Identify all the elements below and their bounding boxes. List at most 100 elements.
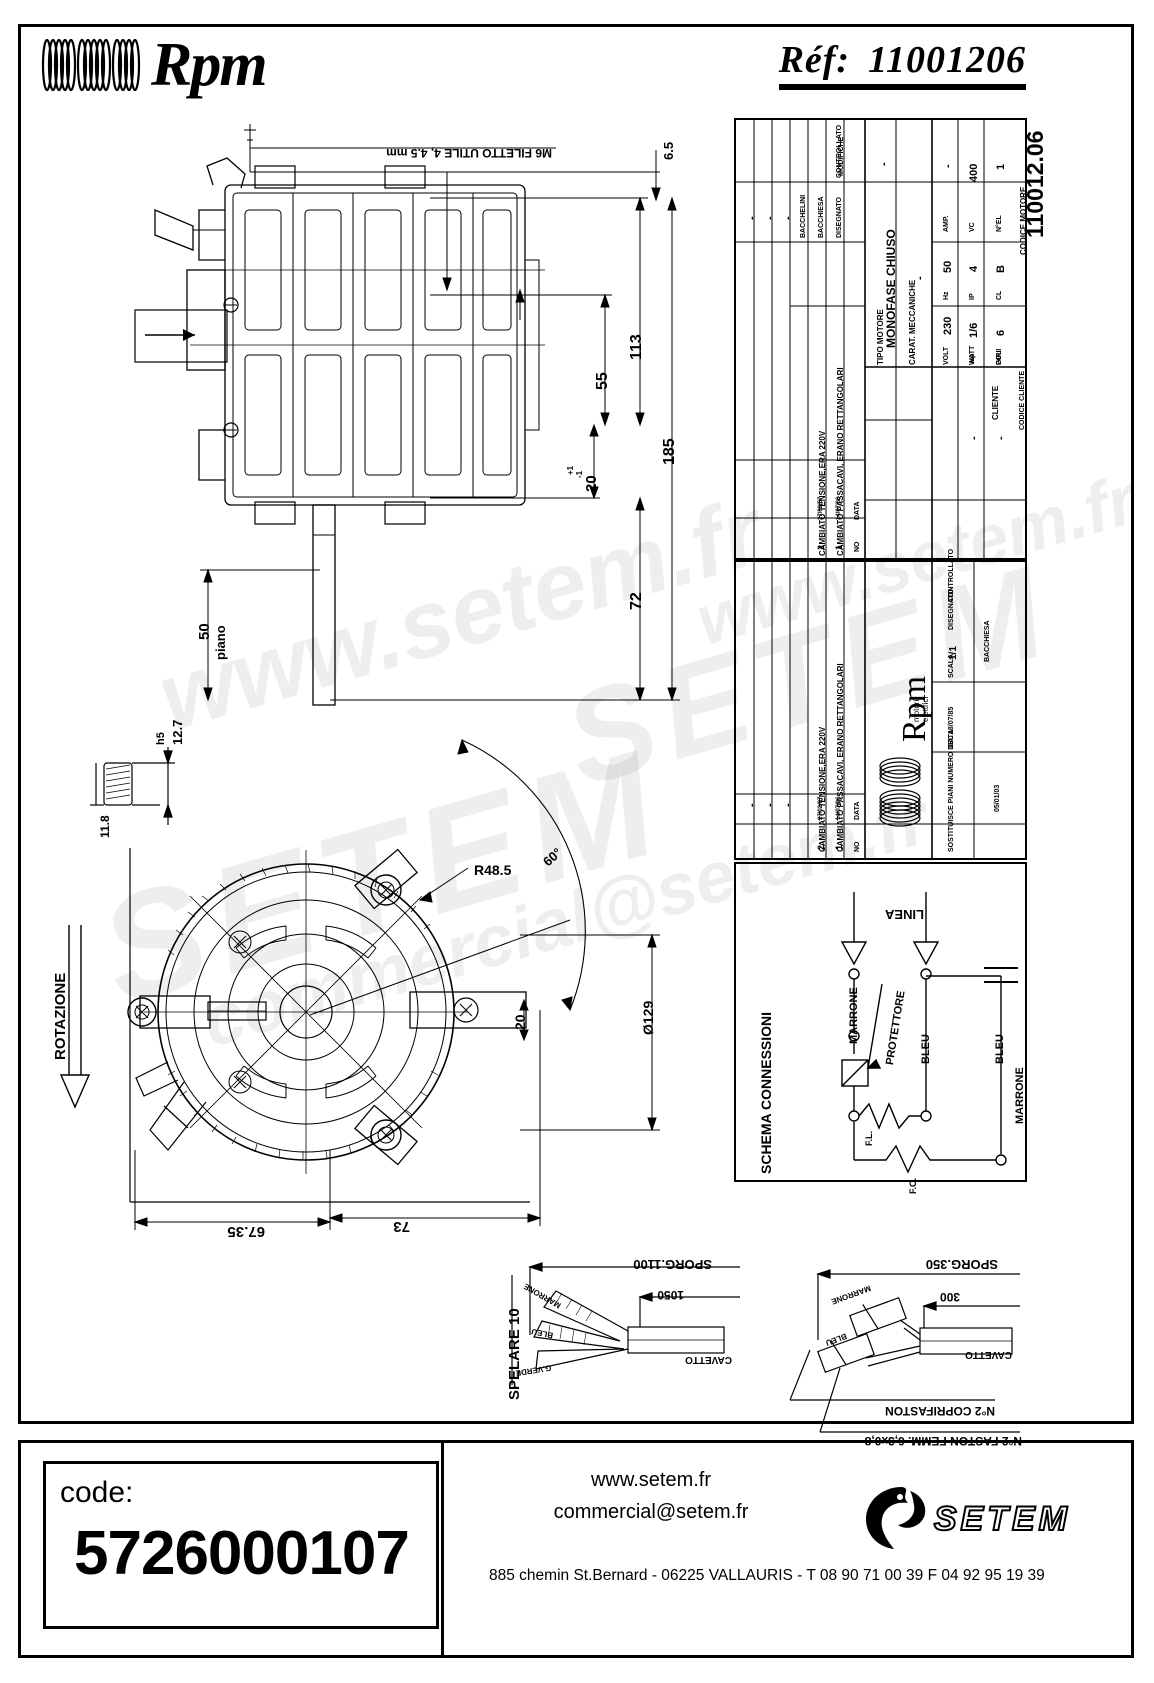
dash-b: - [764, 803, 776, 807]
coil-1-icon [41, 38, 77, 92]
dash-a: - [746, 803, 758, 807]
coil-icon [41, 38, 147, 92]
controllato-label-lower: CONTROLLATO [948, 548, 955, 602]
rpm-logo: Rpm [41, 31, 268, 99]
poli-label: POLI [996, 348, 1003, 365]
len-300-label: 300 [939, 1290, 960, 1304]
code-label: code: [60, 1476, 134, 1509]
setem-wordmark: SETEM [933, 1499, 1071, 1539]
footer: code: 5726000107 www.setem.fr commercial… [18, 1440, 1134, 1658]
footer-email: commercial@setem.fr [553, 1501, 749, 1523]
title-block-grid [736, 120, 1025, 558]
sporg-1100-label: SPORG.1100 [633, 1257, 712, 1272]
reference-number: Réf: 11001206 [778, 38, 1026, 90]
brand-subtitle: motori elettrici [912, 696, 930, 722]
no-col-label: NO [854, 841, 861, 853]
nel-value: 1 [995, 163, 1007, 170]
setem-logo: SETEM [850, 1481, 1071, 1557]
ref-label: Réf: [778, 39, 851, 81]
ip-value: 4 [968, 265, 980, 272]
ref-value: 11001206 [868, 39, 1026, 81]
controllato-label: CONTROLLATO [836, 124, 843, 178]
len-1050-label: 1050 [657, 1288, 684, 1302]
top-view-dimension-lines [200, 124, 680, 702]
dash-c: - [782, 803, 794, 807]
hz-label: Hz [943, 291, 950, 300]
schema-wiring-diagram [840, 892, 1018, 1174]
sostituisce-label: SOSTITUISCE PIANI NUMERO DEL [948, 735, 955, 852]
disegnato-label: DISEGNATO [836, 197, 843, 238]
marrone-label: MARRONE [848, 987, 860, 1044]
dim-r48-5: R48.5 [474, 862, 512, 878]
footer-address: 885 chemin St.Bernard - 06225 VALLAURIS … [489, 1567, 1045, 1584]
footer-website: www.setem.fr [590, 1469, 712, 1491]
rev-text-1-lower: CAMBIATO PASSACAVI, ERANO RETTANGOLARI [836, 663, 845, 852]
bleu-label-1: BLEU [920, 1034, 932, 1064]
bleu-label-2: BLEU [994, 1034, 1006, 1064]
code-box: code: 5726000107 [43, 1461, 439, 1629]
cl-label: CL [996, 290, 1003, 300]
codice-motore-value: 110012.06 [1022, 130, 1048, 238]
revision-no-2: 2 [816, 544, 826, 550]
rotation-arrow [59, 925, 91, 1109]
schema-connessioni: SCHEMA CONNESSIONI [734, 862, 1027, 1194]
title-block-brand: Rpm motori elettrici [868, 562, 933, 827]
revision-data-2: 27/02/87 [818, 496, 824, 520]
cavetto-label-left: CAVETTO [685, 1354, 732, 1365]
cavetto-label-right: CAVETTO [965, 1349, 1012, 1360]
ip-label: IP [969, 293, 976, 300]
amp-value: - [942, 164, 954, 168]
sporg-350-label: SPORG.350 [925, 1257, 998, 1272]
hz-value: 50 [942, 260, 954, 273]
vc-label: VC [969, 222, 976, 232]
hp-value: 1/6 [968, 322, 980, 338]
scala-value: 1/1 [948, 646, 959, 660]
title-block-lower: CAMBIATO TENSIONE,ERA 220V CAMBIATO PASS… [734, 549, 1027, 860]
volt-label: VOLT [943, 346, 950, 365]
revision-data-1: 14/07/86 [836, 496, 842, 520]
keyway-detail [90, 747, 175, 825]
revision-no-1: 1 [834, 544, 844, 550]
face-view-dimension-lines [133, 738, 660, 1230]
rev-col-data: DATA [854, 501, 861, 520]
title-block-coil-icon [879, 757, 921, 827]
rev-date-2: 27/02/87 [818, 796, 824, 820]
cliente-label: CLIENTE [991, 385, 1000, 420]
poli-value: 6 [995, 329, 1007, 336]
blank-mark-3: - [782, 216, 794, 220]
title-block-lower-grid [736, 562, 1025, 858]
brand-name: Rpm [151, 31, 268, 99]
watt-value: - [968, 436, 980, 440]
revision-text-2: CAMBIATO TENSIONE,ERA 220V [818, 430, 827, 556]
rev-col-no: NO [854, 541, 861, 553]
rev-date-1: 14/07/86 [836, 796, 842, 820]
data-value: 18/07/85 [948, 706, 955, 734]
hp-label: Hp [969, 353, 976, 363]
cable-detail-right [789, 1269, 1020, 1433]
blank-mark-2: - [764, 216, 776, 220]
data-col-label: DATA [854, 801, 861, 820]
revision-text-1: CAMBIATO PASSACAVI, ERANO RETTANGOLARI [836, 367, 845, 556]
controllato-dash: - [878, 162, 890, 166]
coil-2-icon [76, 38, 112, 92]
fl-label: F.L. [864, 1131, 874, 1146]
vc-value: 400 [968, 163, 980, 182]
cable-detail-left [511, 1262, 740, 1385]
code-value: 5726000107 [74, 1519, 410, 1588]
disegnato-value-lower: BACCHIESA [984, 620, 991, 662]
controllato-name: BACCHELINI [800, 194, 807, 238]
amp-label: AMP. [943, 215, 950, 232]
title-block: MODIFICHE CAMBIATO TENSIONE,ERA 220V CAM… [734, 118, 1048, 560]
rev-text-2-lower: CAMBIATO TENSIONE,ERA 220V [818, 726, 827, 852]
spelare-label: SPELARE 10 [506, 1308, 523, 1400]
data-value-2: 05/01/03 [994, 784, 1001, 812]
tipo-motore-value: MONOFASE CHIUSO [884, 229, 898, 348]
marrone-label-2: MARRONE [1014, 1067, 1026, 1124]
setem-swan-icon [865, 1487, 926, 1549]
codice-cliente-label: CODICE CLIENTE [1019, 370, 1026, 430]
coprifaston-note: N°2 COPRIFASTON [885, 1404, 995, 1418]
cl-value: B [995, 265, 1007, 273]
linea-label: LINEA [885, 907, 924, 922]
giri-value: - [995, 436, 1007, 440]
